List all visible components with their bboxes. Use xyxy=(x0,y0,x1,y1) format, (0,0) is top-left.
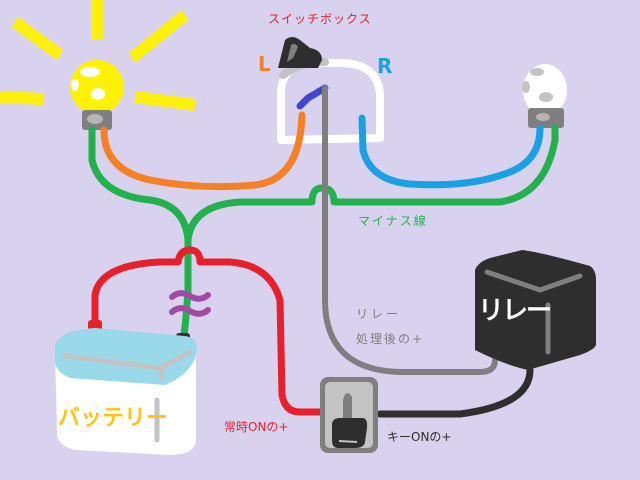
relay-output-label-line1: リレー xyxy=(356,307,402,321)
right-lamp-icon xyxy=(522,64,567,128)
battery-icon xyxy=(55,320,197,455)
constant-on-label: 常時ONの+ xyxy=(224,420,289,434)
key-on-label: キーONの+ xyxy=(387,430,452,444)
relay-output-wire xyxy=(322,85,498,375)
relay-box-label: リレー xyxy=(478,296,552,326)
ignition-key-icon xyxy=(320,377,378,453)
switch-left-label: L xyxy=(258,52,271,76)
ground-wire-left-lamp xyxy=(88,126,192,244)
ground-wire-label: マイナス線 xyxy=(358,214,428,228)
key-on-wire xyxy=(376,366,534,418)
constant-plus-wire xyxy=(91,246,324,416)
wire-break-icon xyxy=(169,290,211,317)
switch-right-label: R xyxy=(377,54,393,78)
light-rays-icon xyxy=(0,0,196,111)
left-lamp-icon xyxy=(70,60,124,130)
switch-box-title: スイッチボックス xyxy=(268,12,372,26)
left-lamp-wire xyxy=(100,111,306,191)
relay-output-label-line2: 処理後の+ xyxy=(356,332,425,346)
battery-label: バッテリー xyxy=(58,406,169,431)
switch-lever xyxy=(296,84,329,110)
relay-box-icon xyxy=(475,250,596,370)
right-lamp-wire xyxy=(358,114,544,189)
switch-box-icon xyxy=(277,37,384,144)
ground-wire-battery xyxy=(180,236,192,339)
